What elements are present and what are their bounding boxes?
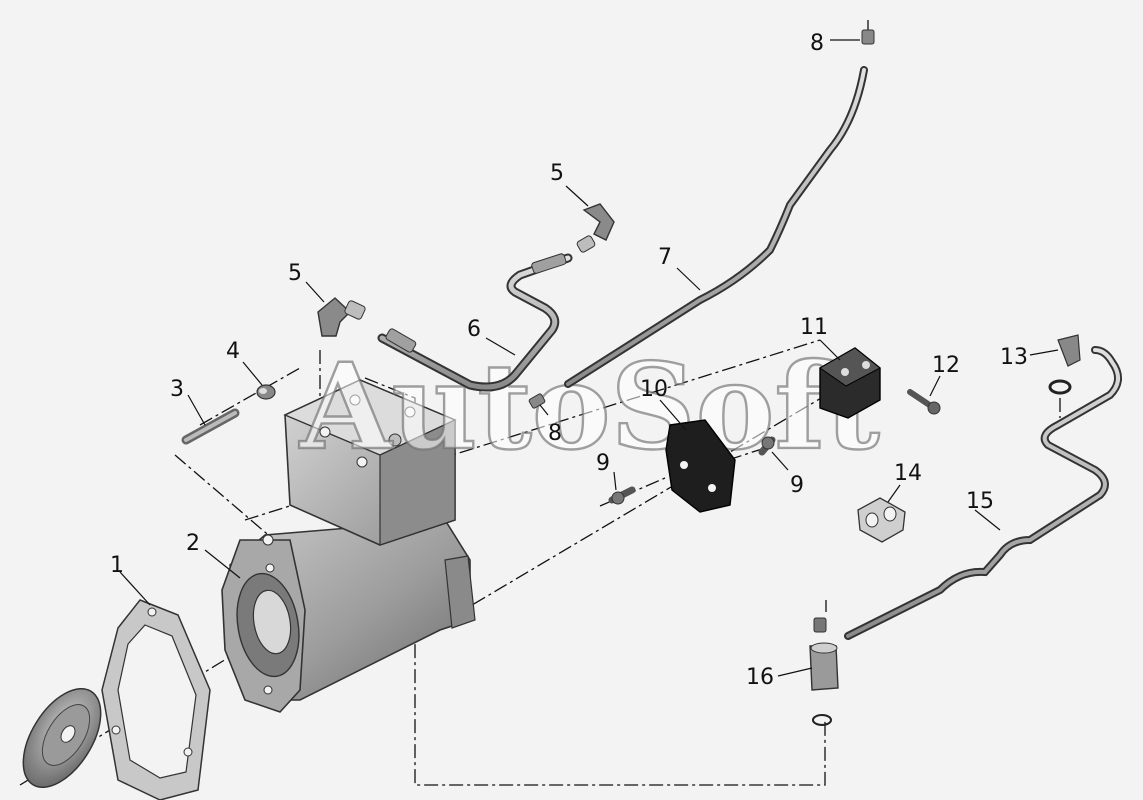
part-cylinder-head	[283, 379, 457, 546]
callout-13: 13	[1000, 345, 1028, 370]
part-bolt-right	[758, 436, 776, 456]
callout-9-right: 9	[790, 473, 804, 498]
callout-11: 11	[800, 315, 828, 340]
callout-labels: 1 2 3 4 5 5 6 7 8 8 9 9 10 11 12 13 14 1…	[110, 31, 1028, 690]
part-elbow-fitting-right	[576, 203, 615, 253]
part-gasket	[101, 599, 211, 800]
callout-7: 7	[658, 245, 672, 270]
callout-10: 10	[640, 377, 668, 402]
part-sensor-block	[819, 347, 881, 419]
part-stud	[181, 408, 240, 445]
callout-6: 6	[467, 317, 481, 342]
part-cover-disc	[22, 687, 102, 789]
callout-9-left: 9	[596, 451, 610, 476]
callout-15: 15	[966, 489, 994, 514]
callout-3: 3	[170, 377, 184, 402]
part-pipe-return	[844, 346, 1122, 640]
part-pipe-short	[377, 253, 573, 392]
watermark-text: AutoSoft	[299, 337, 880, 476]
callout-4: 4	[226, 339, 240, 364]
callout-8-middle: 8	[548, 421, 562, 446]
callout-5-right: 5	[550, 161, 564, 186]
callout-5-left: 5	[288, 261, 302, 286]
part-screw	[907, 389, 941, 415]
callout-2: 2	[186, 531, 200, 556]
callout-12: 12	[932, 353, 960, 378]
callout-16: 16	[746, 665, 774, 690]
leader-lines	[119, 39, 1059, 677]
part-nut	[256, 384, 276, 400]
part-fitting-13	[1048, 334, 1081, 395]
part-elbow-fitting-left	[317, 297, 366, 337]
callout-1: 1	[110, 553, 124, 578]
part-clamp	[857, 497, 906, 543]
part-connector-top	[861, 29, 875, 45]
callout-8-top: 8	[810, 31, 824, 56]
part-compressor-body	[221, 519, 476, 713]
part-valve	[809, 617, 839, 726]
part-bolt-left	[608, 486, 636, 505]
callout-14: 14	[894, 461, 922, 486]
part-pipe-long	[564, 66, 868, 388]
part-mounting-plate	[665, 419, 736, 513]
part-connector-middle	[528, 393, 546, 409]
